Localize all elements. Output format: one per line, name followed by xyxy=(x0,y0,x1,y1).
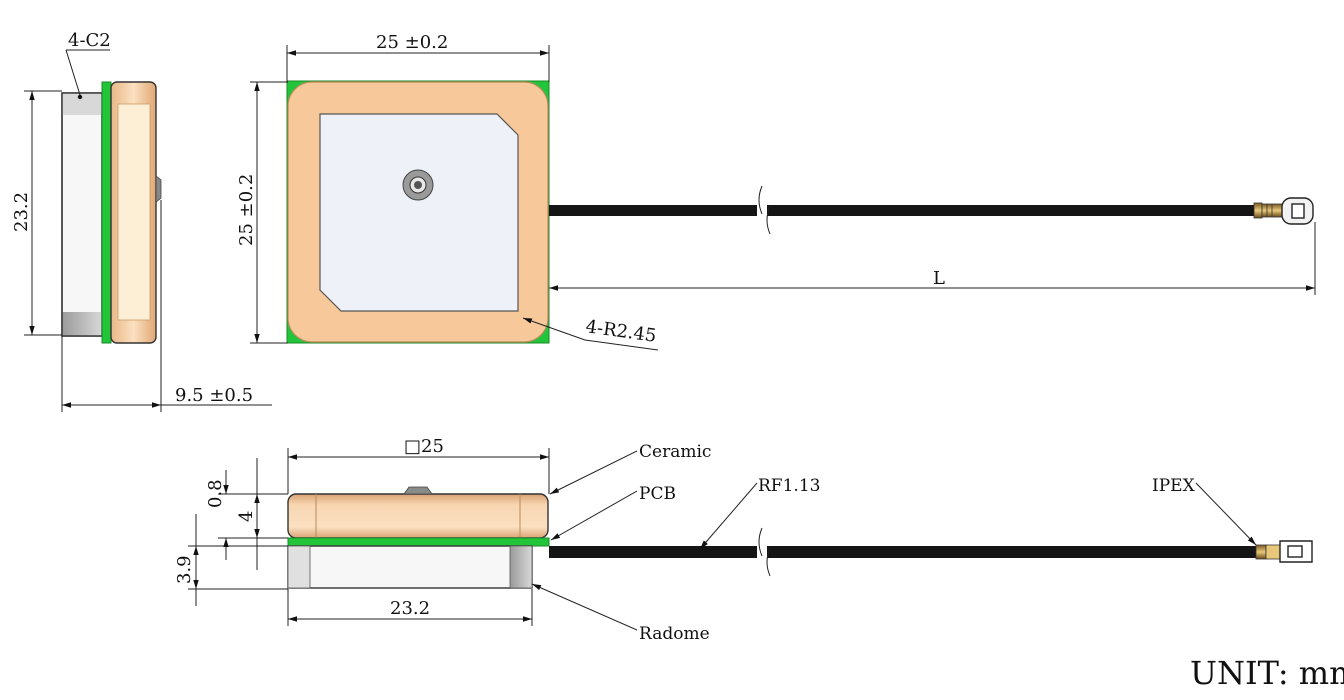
radome-label: Radome xyxy=(639,624,710,644)
top-width-dim: 25 ±0.2 xyxy=(376,32,448,53)
chamfer-note: 4-C2 xyxy=(68,30,111,51)
radome-width-dim: 23.2 xyxy=(390,598,430,619)
cable-length-dim: L xyxy=(933,268,945,289)
pcb-label: PCB xyxy=(639,484,676,504)
connector-label: IPEX xyxy=(1152,476,1196,496)
top-cable: L xyxy=(549,185,1316,295)
side-view: 4-C2 23.2 9.5 ±0.5 xyxy=(11,30,272,412)
front-connector xyxy=(1255,540,1313,563)
ceramic-label: Ceramic xyxy=(639,442,711,462)
front-cable xyxy=(549,527,1313,577)
ceramic-thickness-small-dim: 0.8 xyxy=(205,479,226,508)
ceramic-thickness-dim: 4 xyxy=(236,511,257,522)
front-feed-pin xyxy=(403,486,433,495)
radome-thickness-dim: 3.9 xyxy=(174,555,195,584)
callouts: Ceramic PCB RF1.13 IPEX Radome xyxy=(531,442,1257,644)
side-ceramic-inner xyxy=(117,103,151,321)
unit-label: UNIT: mm xyxy=(1190,654,1344,692)
side-radome-bottom-shade xyxy=(62,312,102,336)
corner-radius-dim: 4-R2.45 xyxy=(584,316,657,347)
side-height-dim: 23.2 xyxy=(11,192,32,232)
side-pcb xyxy=(101,81,112,344)
top-patch xyxy=(319,113,519,312)
side-feed-pin xyxy=(155,175,162,203)
top-view: 25 ±0.2 25 ±0.2 4-R2.45 xyxy=(236,32,659,351)
top-height-dim: 25 ±0.2 xyxy=(236,174,257,246)
front-view: □25 0.8 4 3.9 23.2 xyxy=(174,436,550,626)
side-radome-top-shade xyxy=(62,93,102,115)
front-radome xyxy=(287,545,533,589)
top-connector xyxy=(1253,197,1314,225)
front-ceramic xyxy=(287,493,549,539)
cable-label: RF1.13 xyxy=(758,476,820,496)
total-thickness-dim: 9.5 ±0.5 xyxy=(175,385,253,406)
square-size-dim: □25 xyxy=(404,436,444,457)
front-pcb xyxy=(287,537,550,547)
side-radome xyxy=(61,92,103,337)
